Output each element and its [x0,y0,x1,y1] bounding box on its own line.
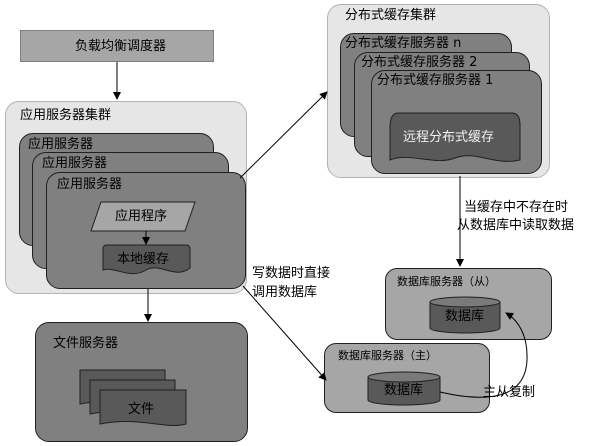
arrow-app-to-db-master [242,285,327,381]
app-server-label-front: 应用服务器 [57,177,123,192]
cache-miss-note-1: 当缓存中不存在时 [464,200,569,215]
db-master-cylinder [367,371,441,406]
local-cache-shape [102,244,191,275]
write-note-2: 调用数据库 [252,285,318,300]
db-slave-title: 数据库服务器（从） [397,275,496,288]
db-slave-cylinder [429,296,501,334]
load-balancer-box: 负载均衡调度器 [20,30,214,62]
cache-miss-note-2: 从数据库中读取数据 [457,218,575,233]
db-slave-label: 数据库 [445,309,485,324]
replication-curve [439,312,528,398]
cache-server-label-n: 分布式缓存服务器 n [345,36,462,51]
cache-cluster-title: 分布式缓存集群 [345,8,437,23]
local-cache-label: 本地缓存 [117,252,170,267]
file-label: 文件 [128,402,155,417]
replication-note: 主从复制 [483,385,536,400]
cache-server-label-2: 分布式缓存服务器 2 [361,55,478,70]
arrow-app-to-cache-cluster [239,91,328,179]
file-server-title: 文件服务器 [53,336,119,351]
app-server-cluster-title: 应用服务器集群 [20,108,112,123]
write-note-1: 写数据时直接 [252,266,331,281]
db-master-label: 数据库 [384,383,424,398]
app-program-label: 应用程序 [115,209,168,224]
app-server-label-back: 应用服务器 [28,137,94,152]
remote-cache-label: 远程分布式缓存 [403,130,495,145]
cache-server-label-1: 分布式缓存服务器 1 [377,73,494,88]
app-program-shape [90,201,196,232]
load-balancer-label: 负载均衡调度器 [75,39,167,54]
remote-cache-shape [389,112,521,162]
app-server-label-mid: 应用服务器 [42,156,108,171]
file-doc-front [99,389,187,427]
db-master-title: 数据库服务器（主） [338,349,437,362]
